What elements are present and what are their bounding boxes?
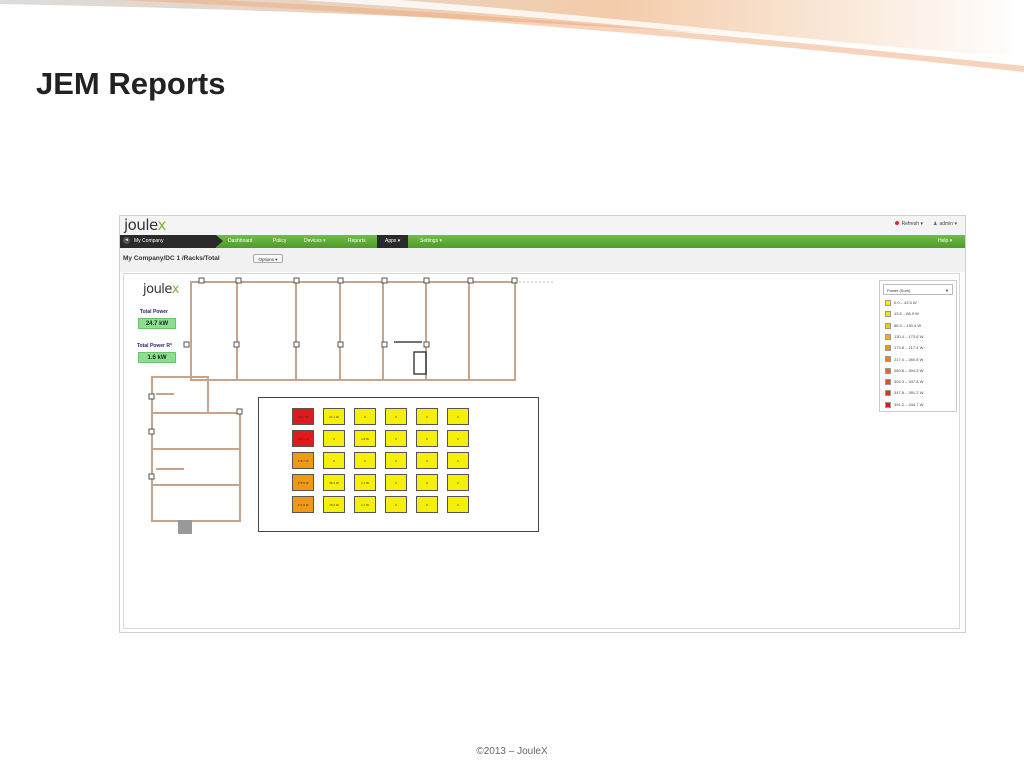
- rack-cell[interactable]: 0: [416, 452, 438, 469]
- breadcrumb: My Company/DC 1 /Racks/Total: [123, 255, 220, 262]
- rack-cell[interactable]: 1.8 W: [354, 430, 376, 447]
- floorplan-canvas: joulex Total Power 24.7 kW Total Power R…: [123, 273, 960, 629]
- rack-cell[interactable]: 0: [447, 496, 469, 513]
- rack-cell[interactable]: 0: [416, 430, 438, 447]
- legend-item: 173.8 – 217.4 W: [885, 344, 923, 352]
- legend-label: 347.8 – 391.2 W: [894, 390, 924, 396]
- total-power-r-value: 1.6 kW: [138, 352, 176, 363]
- slide-footer: ©2013 – JouleX: [476, 746, 548, 757]
- legend-swatch: [885, 356, 891, 363]
- rack-cell[interactable]: 1.7 W: [354, 496, 376, 513]
- rack-cell[interactable]: 171.8 W: [292, 496, 314, 513]
- legend-label: 86.9 – 130.4 W: [894, 322, 922, 328]
- main-navbar: ◂My Company Dashboard Policy Devices ▾ R…: [120, 235, 965, 248]
- rack-cell[interactable]: 0: [447, 452, 469, 469]
- app-header: joulex Refresh ▾ ♟admin ▾: [120, 216, 965, 235]
- user-icon: ♟: [932, 221, 938, 227]
- legend-item: 130.4 – 173.8 W: [885, 333, 923, 341]
- legend-swatch: [885, 379, 891, 386]
- rack-cell[interactable]: 15.4 W: [323, 496, 345, 513]
- rack-cell[interactable]: 0: [323, 452, 345, 469]
- legend-swatch: [885, 333, 891, 340]
- rack-cell[interactable]: 0: [354, 452, 376, 469]
- power-legend: Power (Sum)▼ 0.0 – 43.5 W 43.5 – 86.9 W 86…: [879, 280, 957, 412]
- legend-label: 43.5 – 86.9 W: [894, 311, 919, 317]
- rack-cell[interactable]: 176.5 W: [292, 474, 314, 491]
- rack-cell[interactable]: 38.1 W: [323, 474, 345, 491]
- rack-cell[interactable]: 0: [416, 496, 438, 513]
- options-button[interactable]: Options ▾: [253, 254, 283, 263]
- rack-cell[interactable]: 0: [385, 430, 407, 447]
- nav-settings[interactable]: Settings ▾: [420, 238, 442, 244]
- rack-cell[interactable]: 0: [385, 452, 407, 469]
- legend-swatch: [885, 345, 891, 352]
- total-power-value: 24.7 kW: [138, 318, 176, 329]
- rack-cell[interactable]: 434.7 W: [292, 408, 314, 425]
- legend-label: 304.3 – 347.8 W: [894, 379, 924, 385]
- legend-swatch: [885, 322, 891, 329]
- legend-item: 43.5 – 86.9 W: [885, 310, 919, 318]
- legend-swatch: [885, 299, 891, 306]
- header-actions: Refresh ▾ ♟admin ▾: [894, 221, 957, 227]
- joulex-logo: joulex: [124, 216, 166, 234]
- legend-label: 217.4 – 260.8 W: [894, 356, 924, 362]
- rack-cell[interactable]: 424.3 W: [292, 430, 314, 447]
- breadcrumb-row: My Company/DC 1 /Racks/Total Options ▾: [120, 248, 965, 272]
- nav-help[interactable]: Help ▾: [938, 238, 953, 244]
- refresh-button[interactable]: Refresh ▾: [894, 221, 923, 227]
- back-icon[interactable]: ◂: [123, 237, 130, 245]
- rack-cell[interactable]: 0: [447, 430, 469, 447]
- legend-swatch: [885, 401, 891, 408]
- rack-cell[interactable]: 0: [416, 474, 438, 491]
- legend-swatch: [885, 311, 891, 318]
- company-selector[interactable]: ◂My Company: [120, 235, 223, 248]
- header-swoosh: [0, 0, 1024, 72]
- nav-policy[interactable]: Policy: [273, 238, 287, 244]
- rack-cell[interactable]: 0: [416, 408, 438, 425]
- rack-cell[interactable]: 0: [447, 474, 469, 491]
- power-metric-select[interactable]: Power (Sum)▼: [883, 284, 953, 295]
- rack-cell[interactable]: 0: [385, 496, 407, 513]
- nav-devices[interactable]: Devices ▾: [304, 238, 326, 244]
- chevron-down-icon: ▼: [945, 288, 949, 293]
- rack-cell[interactable]: 0: [385, 408, 407, 425]
- rack-cell[interactable]: 0: [447, 408, 469, 425]
- refresh-status-icon: [894, 221, 899, 225]
- rack-cell[interactable]: 176.7 W: [292, 452, 314, 469]
- rack-cell[interactable]: 0: [385, 474, 407, 491]
- legend-swatch: [885, 390, 891, 397]
- nav-dashboard[interactable]: Dashboard: [228, 238, 253, 244]
- nav-apps[interactable]: Apps ▾: [377, 235, 409, 248]
- legend-item: 347.8 – 391.2 W: [885, 389, 923, 397]
- legend-label: 260.8 – 304.3 W: [894, 367, 924, 373]
- legend-swatch: [885, 367, 891, 374]
- legend-label: 173.8 – 217.4 W: [894, 345, 924, 351]
- admin-menu[interactable]: ♟admin ▾: [932, 221, 957, 227]
- legend-item: 0.0 – 43.5 W: [885, 299, 917, 307]
- legend-item: 217.4 – 260.8 W: [885, 356, 923, 364]
- rack-cell[interactable]: 0: [354, 408, 376, 425]
- rack-cell[interactable]: 21.1 W: [323, 408, 345, 425]
- legend-label: 391.2 – 434.7 W: [894, 401, 924, 407]
- legend-label: 0.0 – 43.5 W: [894, 300, 917, 305]
- total-power-label: Total Power: [140, 309, 168, 315]
- nav-reports[interactable]: Reports: [348, 238, 366, 244]
- app-window: joulex Refresh ▾ ♟admin ▾ ◂My Company Da…: [119, 215, 966, 633]
- total-power-r-label: Total Power R*: [137, 343, 172, 349]
- floorplan-walls: [148, 277, 554, 534]
- legend-item: 391.2 – 434.7 W: [885, 401, 923, 409]
- legend-item: 260.8 – 304.3 W: [885, 367, 923, 375]
- legend-label: 130.4 – 173.8 W: [894, 333, 924, 339]
- legend-item: 86.9 – 130.4 W: [885, 322, 921, 330]
- legend-item: 304.3 – 347.8 W: [885, 378, 923, 386]
- slide-title: JEM Reports: [36, 66, 226, 101]
- joulex-logo-small: joulex: [143, 282, 179, 297]
- rack-cell[interactable]: 1.7 W: [354, 474, 376, 491]
- rack-cell[interactable]: 0: [323, 430, 345, 447]
